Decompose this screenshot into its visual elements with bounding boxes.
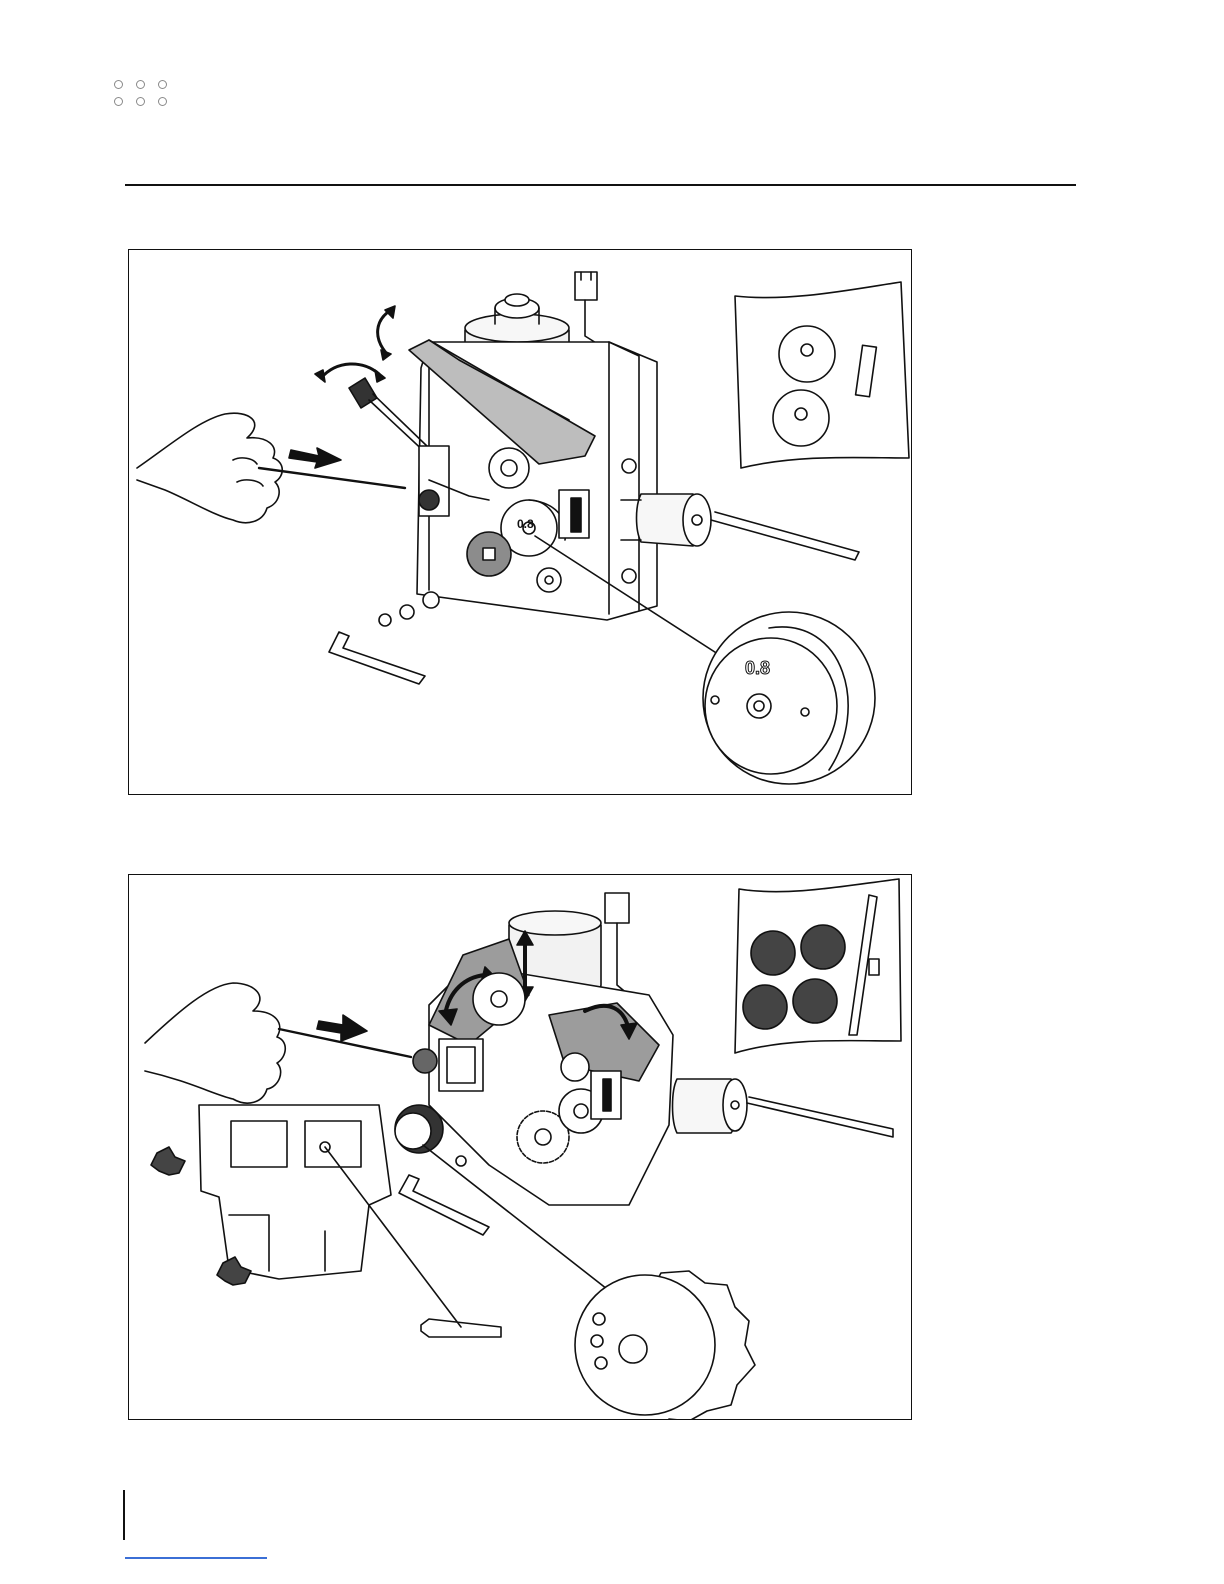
power-connector xyxy=(575,272,597,300)
figure-wire-feed-two-roll: 0.8 xyxy=(128,249,912,795)
rotate-arrow-icon xyxy=(321,364,379,378)
screw xyxy=(379,614,391,626)
star-knob xyxy=(151,1147,185,1175)
hex-key xyxy=(399,1175,489,1235)
upper-drive-gear xyxy=(473,973,525,1025)
wire-feed-four-roll-illustration xyxy=(129,875,912,1420)
drive-roll-detail-size-label: 0.8 xyxy=(745,658,770,678)
figure-wire-feed-four-roll-gear xyxy=(128,874,912,1420)
upper-pressure-roll xyxy=(489,448,529,488)
drive-roll-size-label: 0.8 xyxy=(517,517,534,531)
feed-direction-arrow xyxy=(317,1015,367,1041)
screw xyxy=(456,1156,466,1166)
spare-parts-bag xyxy=(735,879,901,1053)
spare-parts-bag xyxy=(735,282,909,468)
welding-wire xyxy=(259,468,405,488)
hex-key xyxy=(329,632,425,684)
guide-pin xyxy=(421,1319,501,1337)
footer-link-underline[interactable] xyxy=(125,1557,267,1559)
footer-page-bar xyxy=(123,1490,125,1540)
drive-roll-detail: 0.8 xyxy=(703,612,875,784)
header-rule xyxy=(125,184,1076,186)
feed-direction-arrow xyxy=(289,448,341,468)
washer xyxy=(400,605,414,619)
hand-illustration xyxy=(145,983,285,1103)
lift-arrow-icon xyxy=(378,310,391,354)
wire-feed-two-roll-illustration: 0.8 xyxy=(129,250,912,795)
power-connector xyxy=(605,893,629,923)
header-dot-grid-logo xyxy=(114,80,174,112)
cover-plate xyxy=(199,1105,391,1279)
drive-roll-gear-detail xyxy=(575,1271,755,1420)
